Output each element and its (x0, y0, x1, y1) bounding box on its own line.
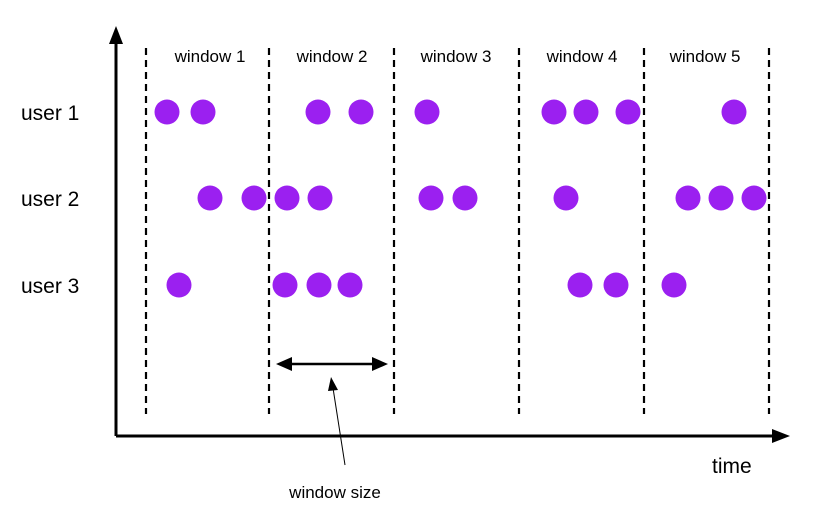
event-dot (541, 99, 567, 125)
window-size-pointer-head (328, 377, 338, 391)
event-dot (661, 272, 687, 298)
event-dot (721, 99, 747, 125)
event-dot (452, 185, 478, 211)
event-dot (603, 272, 629, 298)
event-dot (241, 185, 267, 211)
event-dot (306, 272, 332, 298)
event-dot (675, 185, 701, 211)
event-dot (567, 272, 593, 298)
y-axis-arrowhead (109, 26, 123, 44)
event-dot (337, 272, 363, 298)
event-dot (307, 185, 333, 211)
event-dot (274, 185, 300, 211)
window-label: window 3 (420, 47, 492, 66)
event-dot (272, 272, 298, 298)
event-dot (553, 185, 579, 211)
event-dot (573, 99, 599, 125)
window-size-arrowhead-right (372, 357, 388, 371)
x-axis-arrowhead (772, 429, 790, 443)
window-size-arrowhead-left (276, 357, 292, 371)
event-dot (708, 185, 734, 211)
time-axis-label: time (712, 455, 752, 478)
user-label: user 1 (21, 102, 79, 125)
event-dot (741, 185, 767, 211)
window-size-label: window size (288, 483, 381, 502)
window-label: window 5 (669, 47, 741, 66)
event-dot (190, 99, 216, 125)
event-dot (348, 99, 374, 125)
event-dot (615, 99, 641, 125)
user-label: user 3 (21, 275, 79, 298)
event-dot (414, 99, 440, 125)
window-label: window 4 (546, 47, 618, 66)
window-size-pointer (332, 387, 346, 466)
event-dot (154, 99, 180, 125)
user-label: user 2 (21, 188, 79, 211)
window-label: window 1 (174, 47, 246, 66)
event-dot (418, 185, 444, 211)
window-label: window 2 (296, 47, 368, 66)
event-dot (166, 272, 192, 298)
event-dot (305, 99, 331, 125)
event-dot (197, 185, 223, 211)
